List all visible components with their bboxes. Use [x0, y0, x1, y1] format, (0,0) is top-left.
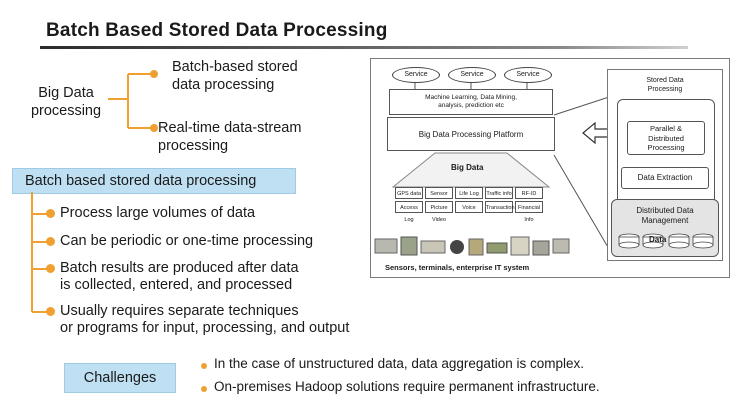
page-title: Batch Based Stored Data Processing	[46, 20, 388, 41]
batch-item-3: Batch results are produced after data is…	[60, 260, 299, 294]
data-cell: Sensor data	[425, 187, 453, 209]
bullet-dot	[201, 386, 207, 392]
tree-connector	[108, 70, 158, 132]
data-extraction-box: Data Extraction	[621, 167, 709, 189]
data-cell: Life Log	[455, 187, 483, 199]
challenges-label: Challenges	[83, 370, 157, 386]
data-cell: Transaction	[485, 201, 515, 213]
data-storage-icons	[618, 233, 714, 249]
service-node-2: Service	[448, 67, 496, 83]
batch-item-4-line-1: Usually requires separate techniques	[60, 303, 299, 319]
parallel-line-2: Distributed	[648, 133, 684, 143]
parallel-line-3: Processing	[647, 143, 685, 152]
analytics-line-2: analysis, prediction etc	[438, 102, 504, 109]
batch-item-1: Process large volumes of data	[60, 205, 256, 221]
platform-label: Big Data Processing Platform	[418, 130, 524, 139]
distributed-line-1: Distributed Data	[636, 206, 694, 215]
tree-root-line-2: processing	[30, 103, 102, 119]
challenge-item-1: In the case of unstructured data, data a…	[214, 356, 584, 371]
title-divider	[40, 46, 688, 49]
analytics-layer: Machine Learning, Data Mining, analysis,…	[389, 89, 553, 115]
bullet-dot	[46, 307, 55, 316]
analytics-line-1: Machine Learning, Data Mining,	[425, 94, 517, 101]
challenges-box: Challenges	[64, 363, 176, 393]
tree-branch-batch-line-2: data processing	[172, 77, 275, 93]
challenge-item-2: On-premises Hadoop solutions require per…	[214, 379, 600, 394]
bullet-dot	[46, 237, 55, 246]
architecture-diagram: Service Service Service Machine Learning…	[370, 58, 730, 278]
data-cell: Voice	[455, 201, 483, 213]
batch-section-header: Batch based stored data processing	[12, 168, 296, 194]
batch-item-4: Usually requires separate techniques or …	[60, 303, 349, 337]
tree-branch-realtime-line-2: processing	[158, 138, 229, 154]
stored-data-title-line-2: Processing	[647, 86, 683, 93]
data-cell: Picture Video	[425, 201, 453, 223]
parallel-line-1: Parallel &	[649, 124, 683, 133]
tree-branch-batch-line-1: Batch-based stored	[172, 59, 298, 75]
tree-root: Big Data processing	[26, 84, 106, 120]
service-node-3: Service	[504, 67, 552, 83]
batch-item-3-line-1: Batch results are produced after data	[60, 260, 299, 276]
distributed-line-2: Management	[641, 216, 689, 225]
tree-root-line-1: Big Data	[38, 85, 94, 101]
bullet-dot	[46, 209, 55, 218]
tree-branch-realtime: Real-time data-stream processing	[158, 119, 301, 155]
sensors-label: Sensors, terminals, enterprise IT system	[385, 263, 530, 272]
data-cell: Financial Info	[515, 201, 543, 223]
data-cell: Access Log	[395, 201, 423, 223]
batch-item-3-line-2: is collected, entered, and processed	[60, 277, 293, 293]
processing-platform: Big Data Processing Platform	[387, 117, 555, 151]
stored-data-title: Stored Data Processing	[608, 70, 722, 94]
processing-group	[617, 99, 715, 211]
data-cell: Traffic info	[485, 187, 513, 199]
batch-section-header-text: Batch based stored data processing	[25, 173, 257, 189]
parallel-processing-box: Parallel & Distributed Processing	[627, 121, 705, 155]
data-label: Data	[649, 235, 667, 244]
bullet-dot	[201, 363, 207, 369]
tree-branch-realtime-line-1: Real-time data-stream	[158, 120, 302, 136]
batch-item-2: Can be periodic or one-time processing	[60, 233, 314, 249]
data-cell: GPS data	[395, 187, 423, 199]
data-extraction-label: Data Extraction	[637, 173, 693, 182]
batch-item-4-line-2: or programs for input, processing, and o…	[60, 320, 350, 336]
bullet-dot	[46, 264, 55, 273]
data-cell: RF-ID	[515, 187, 543, 199]
big-data-label: Big Data	[451, 163, 484, 172]
service-node-1: Service	[392, 67, 440, 83]
tree-branch-batch: Batch-based stored data processing	[172, 58, 298, 94]
devices-illustration	[374, 236, 570, 256]
stored-data-title-line-1: Stored Data	[646, 77, 684, 84]
